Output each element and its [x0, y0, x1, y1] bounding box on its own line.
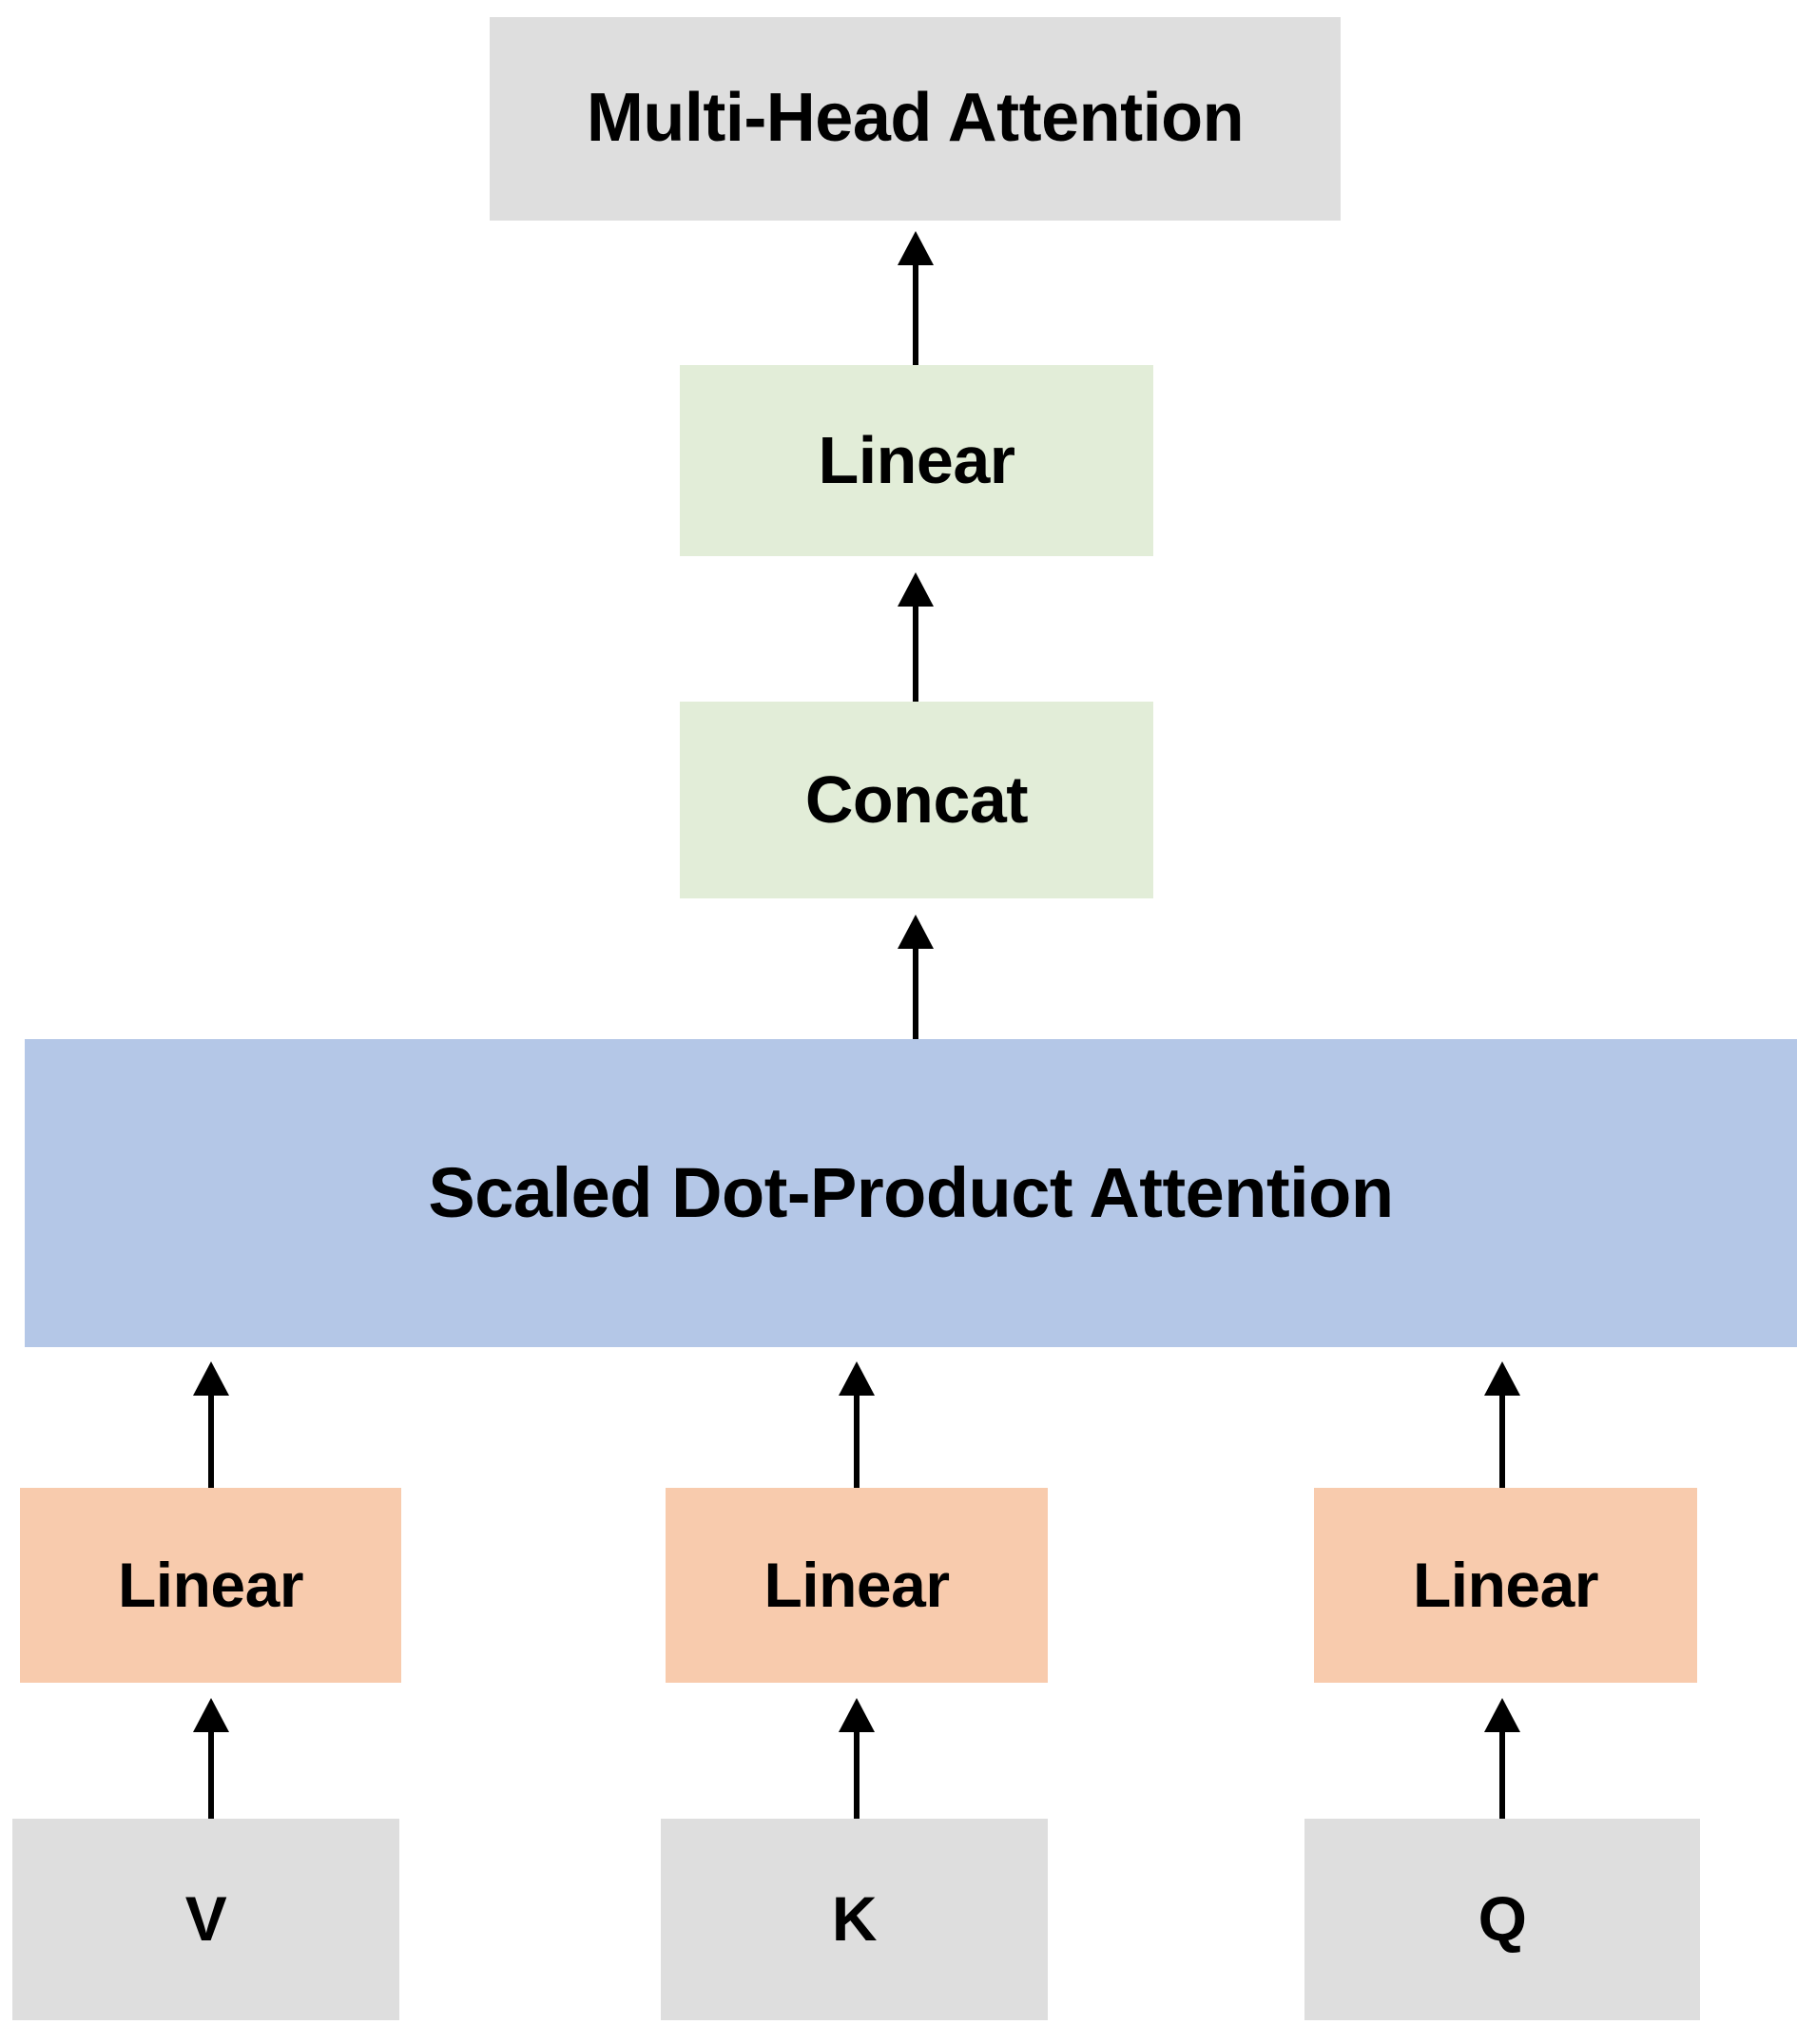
arrow-scaled-dot-product-attention-to-concat	[887, 915, 944, 1039]
node-linear-v: Linear	[20, 1488, 401, 1683]
node-multi-head-attention: Multi-Head Attention	[490, 17, 1341, 221]
arrow-concat-to-linear-output	[887, 572, 944, 702]
node-input-v: V	[12, 1819, 399, 2020]
arrow-shaft	[854, 1388, 860, 1488]
arrow-shaft	[208, 1388, 214, 1488]
arrow-linear-k-to-scaled-dot-product-attention	[828, 1361, 885, 1488]
arrow-input-q-to-linear-q	[1474, 1698, 1531, 1819]
arrow-input-k-to-linear-k	[828, 1698, 885, 1819]
arrow-shaft	[913, 599, 918, 702]
arrow-linear-q-to-scaled-dot-product-attention	[1474, 1361, 1531, 1488]
node-linear-k: Linear	[666, 1488, 1048, 1683]
arrow-linear-v-to-scaled-dot-product-attention	[183, 1361, 240, 1488]
arrow-shaft	[1499, 1388, 1505, 1488]
node-scaled-dot-product-attention: Scaled Dot-Product Attention	[25, 1039, 1797, 1347]
arrow-shaft	[208, 1725, 214, 1819]
arrow-shaft	[913, 941, 918, 1039]
arrow-linear-output-to-multi-head-attention	[887, 231, 944, 365]
arrow-shaft	[854, 1725, 860, 1819]
node-input-k: K	[661, 1819, 1048, 2020]
node-concat: Concat	[680, 702, 1153, 898]
node-linear-q: Linear	[1314, 1488, 1697, 1683]
arrow-input-v-to-linear-v	[183, 1698, 240, 1819]
arrow-shaft	[913, 258, 918, 365]
node-linear-output: Linear	[680, 365, 1153, 556]
arrow-shaft	[1499, 1725, 1505, 1819]
node-input-q: Q	[1304, 1819, 1700, 2020]
